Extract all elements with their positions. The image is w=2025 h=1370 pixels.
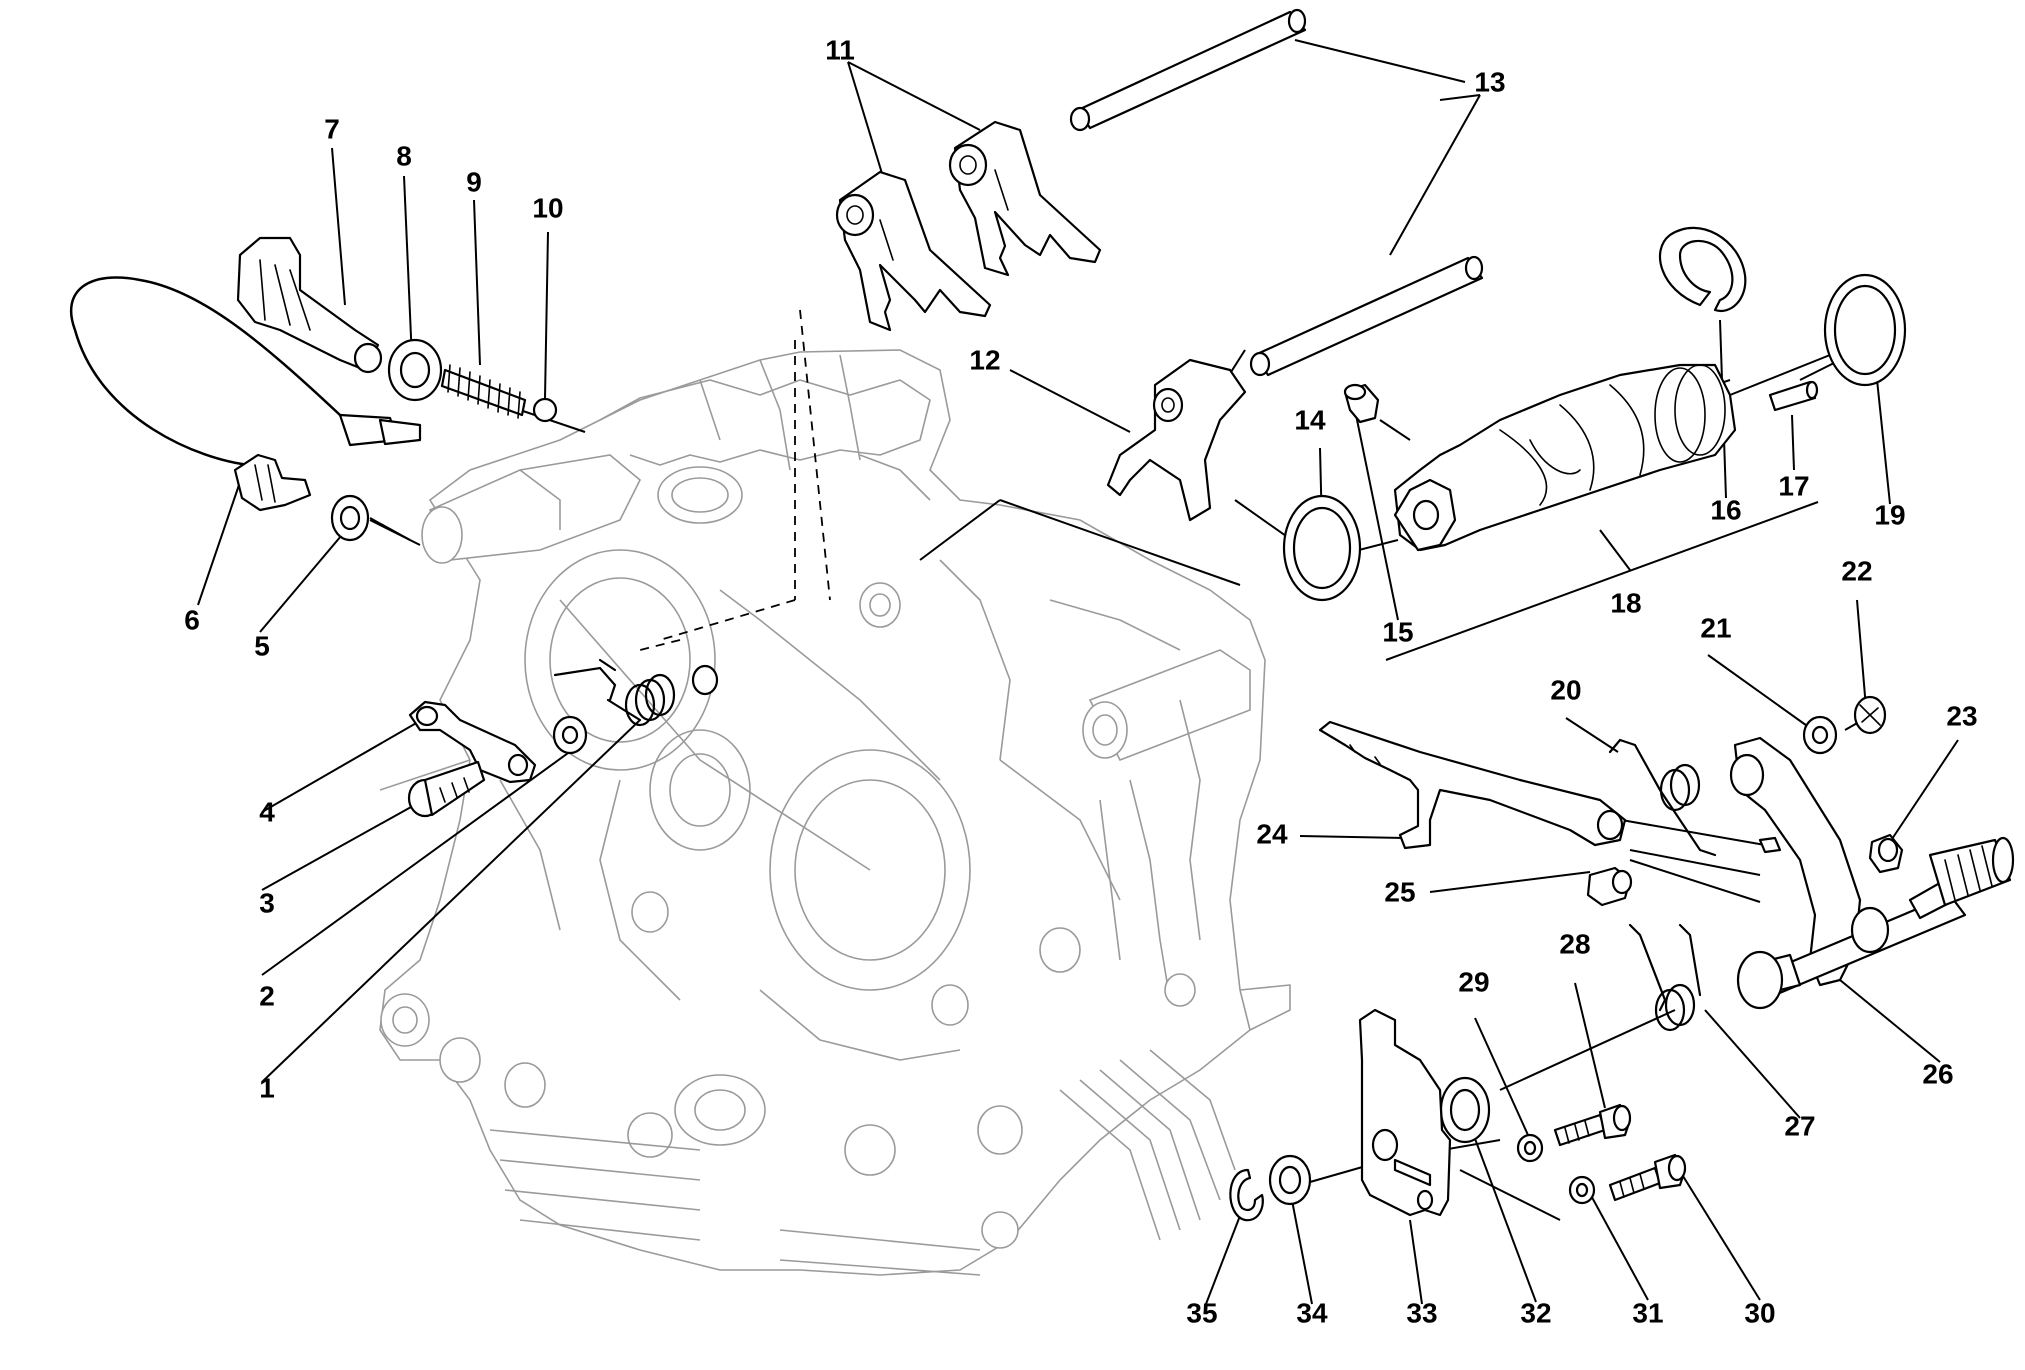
phantom-lines <box>639 309 831 651</box>
selector-fork-a <box>835 170 992 332</box>
selector-fork-c <box>1106 358 1247 522</box>
callout-24: 24 <box>1256 818 1288 849</box>
callout-12: 12 <box>969 344 1000 375</box>
pawl-24 <box>1318 720 1627 850</box>
washer-34 <box>1268 1154 1312 1206</box>
pin-15 <box>1343 383 1380 424</box>
callout-11: 11 <box>825 34 855 65</box>
washer-2 <box>552 715 588 755</box>
bush-23 <box>1868 833 1904 874</box>
parts <box>69 8 2015 1222</box>
callout-27: 27 <box>1784 1110 1815 1141</box>
callout-6: 6 <box>184 604 200 635</box>
callout-10: 10 <box>532 192 563 223</box>
callout-18: 18 <box>1610 587 1641 618</box>
callout-7: 7 <box>324 113 340 144</box>
callout-4: 4 <box>259 796 275 827</box>
sealing-washer-8 <box>387 338 443 402</box>
detent-spring <box>440 364 527 419</box>
spacer-32 <box>1439 1076 1491 1144</box>
circlip-16 <box>1658 226 1747 313</box>
callout-14: 14 <box>1294 404 1326 435</box>
callout-33: 33 <box>1406 1297 1437 1328</box>
screw-30 <box>1608 1153 1687 1202</box>
detent-ball <box>532 397 558 423</box>
crankcase-drawing <box>379 349 1291 1276</box>
screw-28 <box>1553 1103 1632 1147</box>
sealing-washer-5 <box>330 494 370 542</box>
fork-rod-lower <box>1249 255 1484 377</box>
callout-29: 29 <box>1458 966 1489 997</box>
plug-screw <box>236 236 383 374</box>
callout-13: 13 <box>1474 66 1505 97</box>
callout-labels: 1 2 3 4 5 6 7 8 9 10 11 12 13 14 15 16 1… <box>184 34 1977 1328</box>
callout-3: 3 <box>259 887 275 918</box>
callout-20: 20 <box>1550 674 1581 705</box>
callout-23: 23 <box>1946 700 1977 731</box>
callout-8: 8 <box>396 140 412 171</box>
callout-25: 25 <box>1384 876 1415 907</box>
callout-1: 1 <box>259 1072 275 1103</box>
callout-17: 17 <box>1778 470 1809 501</box>
callout-5: 5 <box>254 630 270 661</box>
pin-25 <box>1586 866 1633 907</box>
spring-20 <box>1608 738 1717 857</box>
washer-29 <box>1516 1133 1544 1163</box>
callout-28: 28 <box>1559 928 1590 959</box>
neutral-sensor <box>69 276 422 512</box>
callout-31: 31 <box>1632 1297 1663 1328</box>
circlip-35 <box>1229 1168 1264 1222</box>
callout-34: 34 <box>1296 1297 1328 1328</box>
washer-21 <box>1802 715 1838 755</box>
shim-19 <box>1823 273 1907 387</box>
callout-9: 9 <box>466 166 482 197</box>
callout-30: 30 <box>1744 1297 1775 1328</box>
callout-26: 26 <box>1922 1058 1953 1089</box>
selector-fork-b <box>948 120 1102 277</box>
callout-32: 32 <box>1520 1297 1551 1328</box>
spring-27 <box>1628 923 1702 1032</box>
callout-15: 15 <box>1382 616 1413 647</box>
circlip-22 <box>1853 695 1887 735</box>
return-spring-1 <box>553 658 719 727</box>
callout-2: 2 <box>259 980 275 1011</box>
callout-19: 19 <box>1874 499 1905 530</box>
washer-31 <box>1568 1175 1596 1205</box>
screw-3 <box>407 760 486 818</box>
callout-22: 22 <box>1841 555 1872 586</box>
gear-selector-shaft-26 <box>1729 736 2015 1010</box>
selector-drum <box>1393 363 1737 552</box>
plate-4 <box>408 700 537 784</box>
shim-14 <box>1282 494 1362 602</box>
fork-rod-upper <box>1069 8 1307 132</box>
callout-16: 16 <box>1710 494 1741 525</box>
callout-35: 35 <box>1186 1297 1217 1328</box>
callout-21: 21 <box>1700 612 1731 643</box>
pin-17 <box>1768 380 1819 412</box>
leader-lines <box>197 39 1959 1305</box>
plate-33 <box>1358 1008 1452 1217</box>
